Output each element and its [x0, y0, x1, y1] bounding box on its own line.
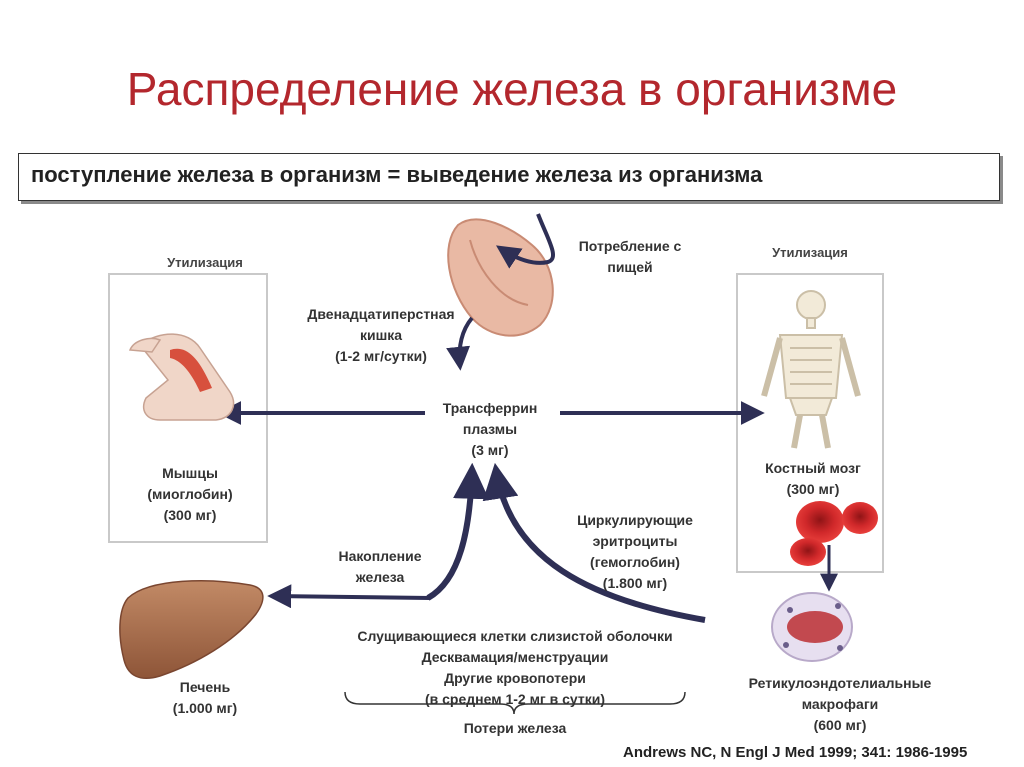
- transferrin-label: Трансферрин плазмы (3 мг): [442, 400, 538, 458]
- food-intake-label: Потребление с пищей: [578, 238, 682, 275]
- losses-brace: [344, 691, 686, 715]
- muscles-label: Мышцы (миоглобин) (300 мг): [147, 465, 233, 523]
- iron-losses-caption: Потери железа: [463, 720, 567, 736]
- liver-illustration: [119, 580, 264, 680]
- arrow-storage-to-transferrin: [426, 462, 490, 601]
- page-title: Распределение железа в организме: [126, 63, 898, 115]
- arrow-to-liver: [267, 584, 431, 609]
- utilization-right-label: Утилизация: [772, 245, 848, 260]
- arrow-erythrocytes-to-transferrin: [482, 462, 706, 623]
- arm-muscle-illustration: [128, 333, 235, 421]
- iron-losses-list: Слущивающиеся клетки слизистой оболочки …: [357, 628, 673, 707]
- liver-label: Печень (1.000 мг): [172, 679, 238, 716]
- storage-label: Накопление железа: [338, 548, 422, 585]
- erythrocytes-label: Циркулирующие эритроциты (гемоглобин) (1…: [577, 512, 693, 591]
- iron-balance-banner: поступление железа в организм = выведени…: [18, 153, 1000, 201]
- bone-marrow-label: Костный мозг (300 мг): [765, 460, 861, 497]
- macrophage-illustration: [771, 592, 853, 662]
- skeleton-illustration: [761, 290, 861, 449]
- macrophages-label: Ретикулоэндотелиальные макрофаги (600 мг…: [748, 675, 932, 733]
- red-blood-cells-illustration: [790, 501, 878, 566]
- citation: Andrews NC, N Engl J Med 1999; 341: 1986…: [623, 744, 968, 761]
- banner-text: поступление железа в организм = выведени…: [31, 162, 763, 187]
- stomach-duodenum-illustration: [446, 213, 555, 371]
- duodenum-label: Двенадцатиперстная кишка (1-2 мг/сутки): [307, 306, 455, 364]
- utilization-left-label: Утилизация: [167, 255, 243, 270]
